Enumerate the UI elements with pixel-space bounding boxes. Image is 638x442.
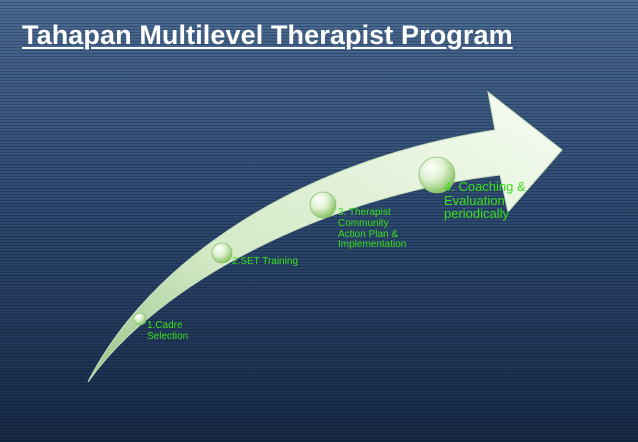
stage-label-3: 3. Therapist Community Action Plan & Imp… bbox=[338, 207, 407, 251]
stage-marker-4 bbox=[418, 156, 456, 194]
stage-label-1: 1.Cadre Selection bbox=[147, 320, 189, 342]
slide-title: Tahapan Multilevel Therapist Program bbox=[22, 20, 513, 50]
stage-label-4: 4. Coaching & Evaluation periodically bbox=[444, 179, 526, 222]
stage-marker-2 bbox=[211, 242, 233, 264]
stage-label-2: 2.SET Training bbox=[232, 256, 298, 267]
stage-marker-3 bbox=[309, 191, 337, 219]
stage-marker-1 bbox=[133, 312, 147, 326]
